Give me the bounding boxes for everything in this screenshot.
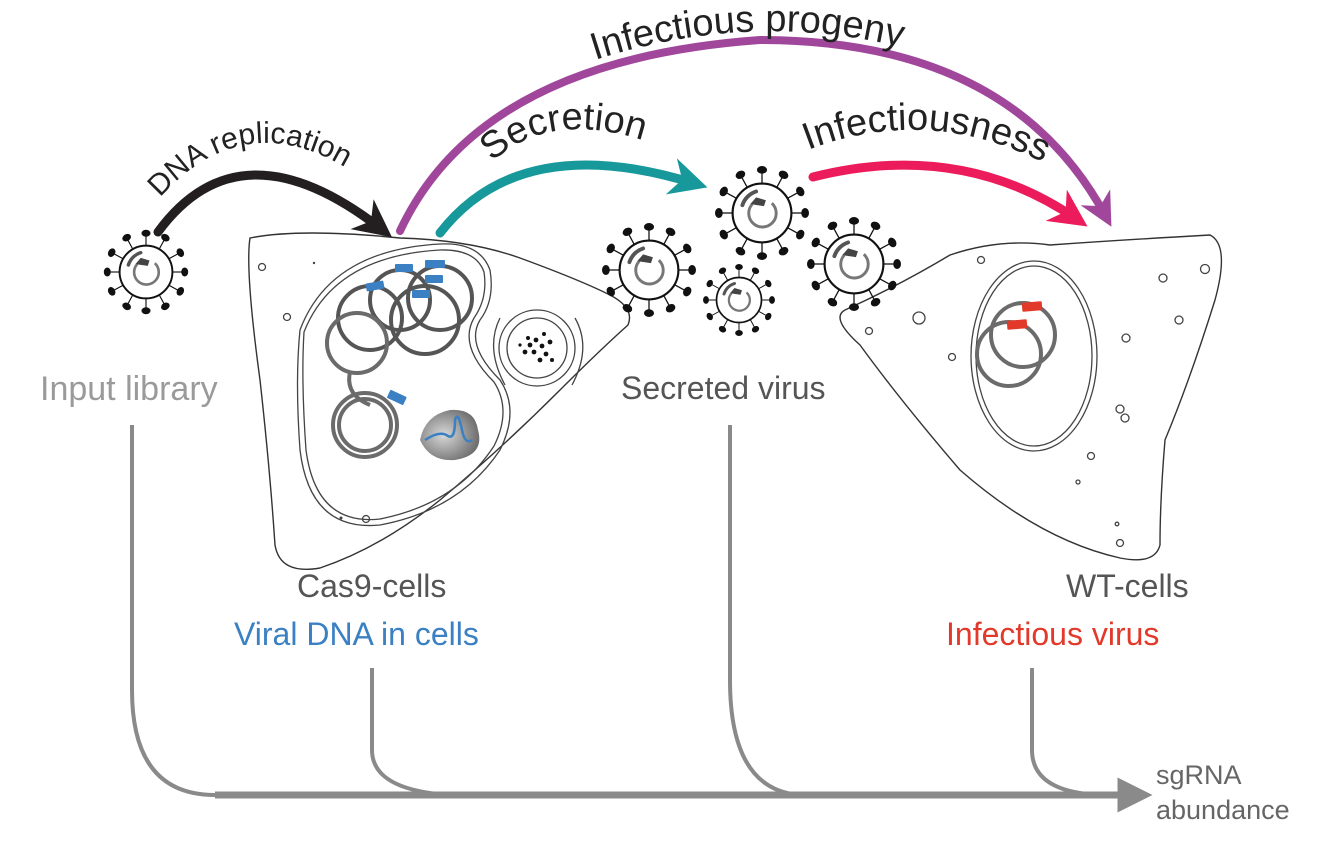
- flow-line-cas9: [370, 668, 451, 797]
- virus-secreted-1: [600, 221, 698, 319]
- cas9-cells-label: Cas9-cells: [297, 568, 446, 604]
- virus-secreted-2: [713, 164, 811, 262]
- infectious-virus-label: Infectious virus: [946, 616, 1159, 652]
- viral-dna-in-cells-label: Viral DNA in cells: [234, 616, 479, 652]
- dna-replication-arrow: [153, 170, 392, 238]
- axis-label-sgrna: sgRNA: [1156, 760, 1242, 790]
- infectious-progeny-arrow: [396, 35, 1112, 235]
- virus-input-library: [102, 228, 190, 316]
- secretion-label: Secretion: [472, 96, 652, 169]
- cas9-cell: [248, 232, 631, 570]
- secreted-virus-label: Secreted virus: [621, 370, 826, 406]
- abundance-flow: [130, 425, 1153, 813]
- viral-dna-marks: [365, 260, 445, 406]
- flow-line-secreted: [728, 425, 801, 797]
- infectiousness-arrow: [808, 160, 1088, 227]
- input-library-label: Input library: [40, 370, 218, 408]
- virus-secreted-4: [805, 215, 903, 313]
- axis-label-abundance: abundance: [1156, 795, 1290, 825]
- wt-cell: [839, 234, 1223, 561]
- flow-line-input: [130, 425, 216, 797]
- flow-line-infectious: [1030, 668, 1101, 797]
- secretion-arrow: [435, 158, 708, 238]
- wt-cells-label: WT-cells: [1066, 568, 1189, 604]
- infectiousness-label: Infectiousness: [797, 97, 1058, 171]
- infectious-virus-marks: [1006, 301, 1043, 330]
- virus-secreted-3: [702, 263, 776, 337]
